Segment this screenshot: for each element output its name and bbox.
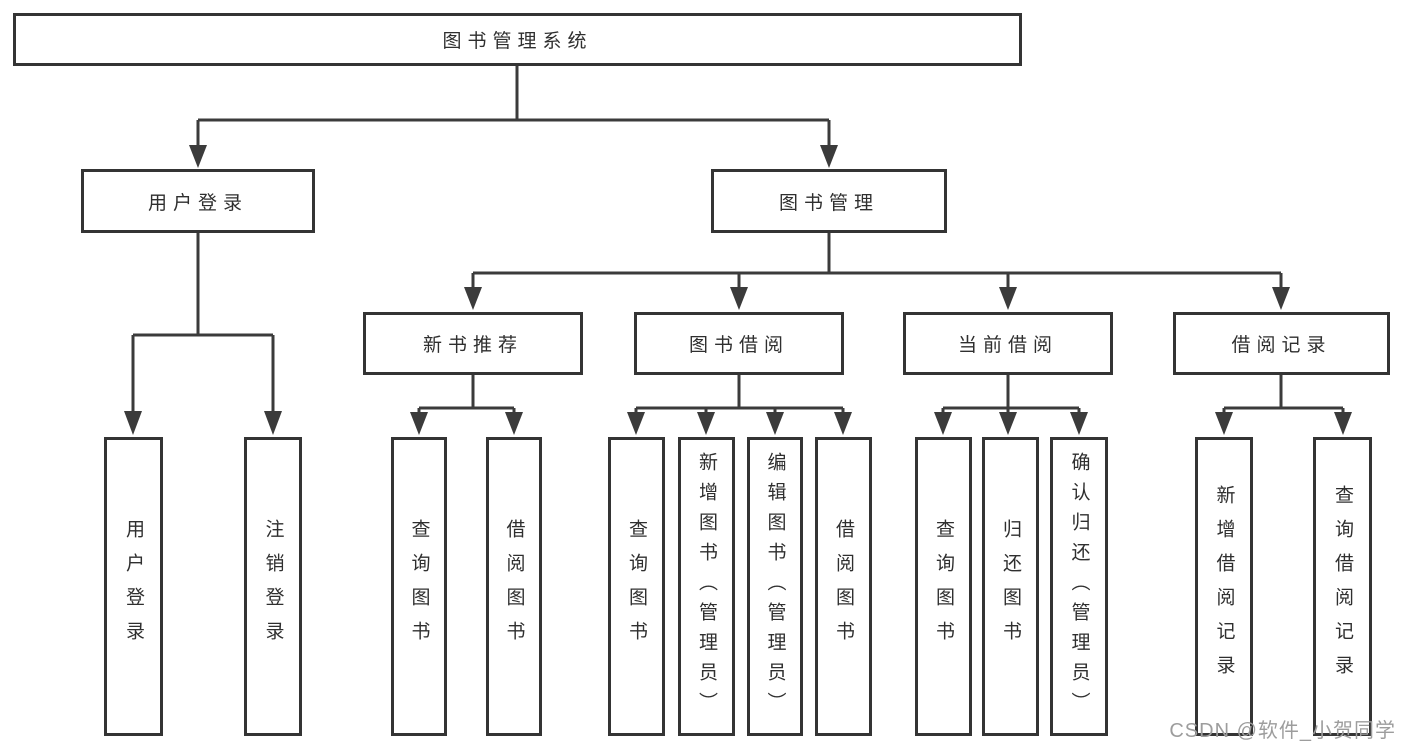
connector-book-borrow-to-leaves [627,375,852,435]
node-new-book-recommend: 新书推荐 [363,312,583,375]
leaf-user-login: 用户登录 [104,437,163,736]
leaf-borrow-books-2: 借阅图书 [815,437,872,736]
leaf-confirm-return-admin: 确认归还（管理员） [1050,437,1108,736]
leaf-logout: 注销登录 [244,437,302,736]
leaf-borrow-books: 借阅图书 [486,437,542,736]
leaf-search-books: 查询图书 [391,437,447,736]
leaf-search-books-3: 查询图书 [915,437,972,736]
leaf-add-books-admin: 新增图书（管理员） [678,437,735,736]
connector-user-login-to-leaves [124,233,282,435]
leaf-search-borrow-record: 查询借阅记录 [1313,437,1372,736]
connector-borrow-records-to-leaves [1215,375,1352,435]
leaf-search-books-2: 查询图书 [608,437,665,736]
node-current-borrowing: 当前借阅 [903,312,1113,375]
csdn-watermark: CSDN @软件_小贺同学 [1169,720,1396,742]
connector-current-borrow-to-leaves [934,375,1088,435]
leaf-edit-books-admin: 编辑图书（管理员） [747,437,803,736]
connector-new-books-to-leaves [410,375,523,435]
connector-root-to-level2 [189,66,838,168]
node-borrowing-records: 借阅记录 [1173,312,1390,375]
node-root-system: 图书管理系统 [13,13,1022,66]
node-book-management: 图书管理 [711,169,947,233]
node-user-login: 用户登录 [81,169,315,233]
node-book-borrowing: 图书借阅 [634,312,844,375]
connector-book-mgmt-to-level3 [464,233,1290,310]
leaf-return-books: 归还图书 [982,437,1039,736]
leaf-add-borrow-record: 新增借阅记录 [1195,437,1253,736]
